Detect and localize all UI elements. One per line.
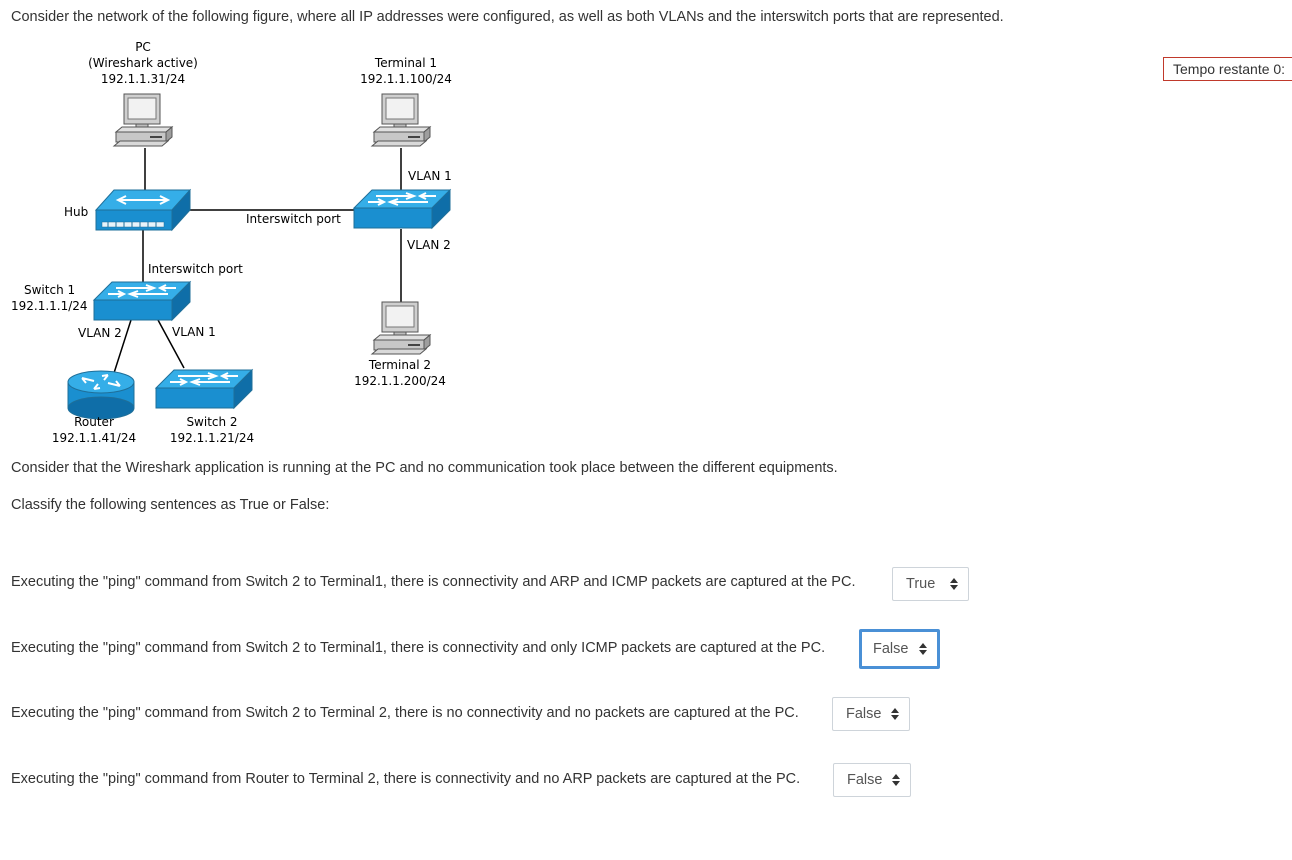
question-4-text: Executing the "ping" command from Router… xyxy=(11,771,801,787)
pc-label: PC xyxy=(135,40,151,54)
answer-select-3[interactable]: False xyxy=(832,697,910,731)
select-arrows-icon xyxy=(892,774,900,786)
answer-select-2[interactable]: False xyxy=(859,629,940,669)
vlan2-right-label: VLAN 2 xyxy=(407,238,451,252)
time-remaining: Tempo restante 0: xyxy=(1163,57,1292,81)
answer-select-4[interactable]: False xyxy=(833,763,911,797)
answer-select-3-value: False xyxy=(846,706,882,722)
select-arrows-icon xyxy=(950,578,958,590)
terminal1-ip: 192.1.1.100/24 xyxy=(360,72,452,86)
question-3-text: Executing the "ping" command from Switch… xyxy=(11,705,799,721)
pc-icon xyxy=(113,93,173,147)
terminal2-label: Terminal 2 xyxy=(368,358,431,372)
terminal1-label: Terminal 1 xyxy=(374,56,437,70)
context-paragraph: Consider that the Wireshark application … xyxy=(11,460,838,476)
vlan-switch-icon xyxy=(353,189,451,229)
router-label: Router xyxy=(74,415,114,429)
vlan1-top-label: VLAN 1 xyxy=(408,169,452,183)
terminal2-icon xyxy=(371,301,431,355)
router-ip: 192.1.1.41/24 xyxy=(52,431,136,445)
question-1-text: Executing the "ping" command from Switch… xyxy=(11,574,856,590)
select-arrows-icon xyxy=(919,643,927,655)
switch1-ip: 192.1.1.1/24 xyxy=(11,299,88,313)
network-diagram: PC (Wireshark active) 192.1.1.31/24 Term… xyxy=(11,40,452,445)
pc-ip: 192.1.1.31/24 xyxy=(101,72,185,86)
switch1-label: Switch 1 xyxy=(24,283,75,297)
router-icon xyxy=(67,370,135,420)
answer-select-1-value: True xyxy=(906,576,936,592)
instruction-paragraph: Classify the following sentences as True… xyxy=(11,497,330,513)
answer-select-2-value: False xyxy=(873,641,909,657)
answer-select-4-value: False xyxy=(847,772,883,788)
switch2-icon xyxy=(155,369,253,409)
hub-label: Hub xyxy=(64,205,88,219)
pc-wireshark-label: (Wireshark active) xyxy=(88,56,198,70)
terminal2-ip: 192.1.1.200/24 xyxy=(354,374,446,388)
select-arrows-icon xyxy=(891,708,899,720)
switch2-ip: 192.1.1.21/24 xyxy=(170,431,254,445)
terminal1-icon xyxy=(371,93,431,147)
switch1-icon xyxy=(93,281,191,321)
question-2-text: Executing the "ping" command from Switch… xyxy=(11,640,826,656)
switch2-label: Switch 2 xyxy=(186,415,237,429)
question-intro: Consider the network of the following fi… xyxy=(11,9,1004,25)
interswitch-left-label: Interswitch port xyxy=(148,262,243,276)
vlan2-left-label: VLAN 2 xyxy=(78,326,122,340)
vlan1-left-label: VLAN 1 xyxy=(172,325,216,339)
answer-select-1[interactable]: True xyxy=(892,567,969,601)
hub-icon xyxy=(94,188,192,232)
interswitch-top-label: Interswitch port xyxy=(246,212,341,226)
